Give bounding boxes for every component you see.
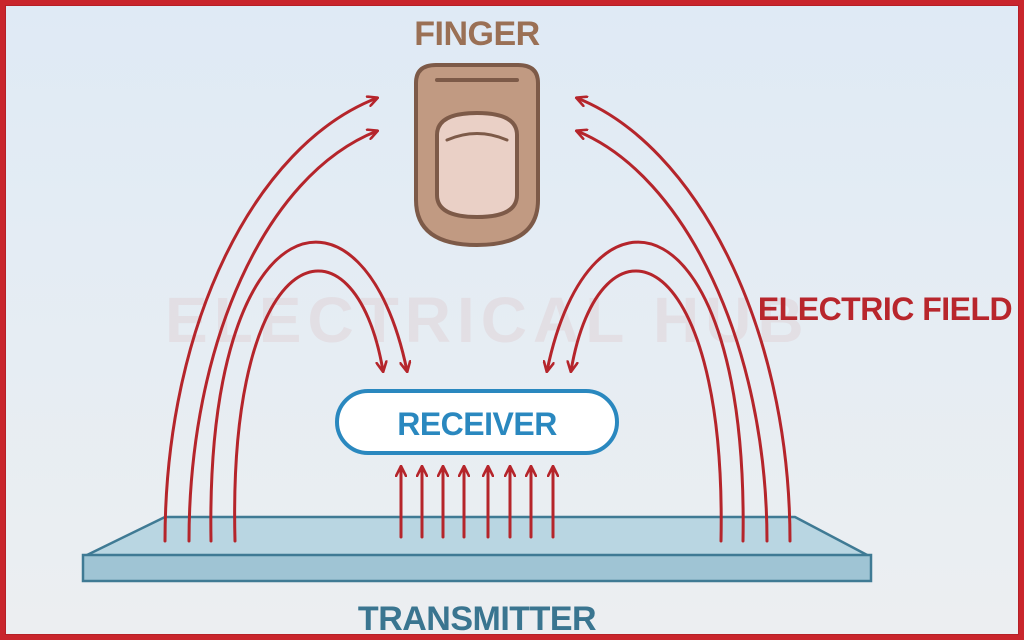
finger-illustration <box>414 63 540 247</box>
capacitive-touch-diagram: FINGER ELECTRIC FIELD RECEIVER TRANSMITT… <box>81 15 1013 638</box>
receiver-shape <box>335 389 619 455</box>
field-arc-right-third <box>547 240 745 543</box>
field-arc-left-third <box>209 240 407 543</box>
field-arc-right-inner <box>571 269 723 543</box>
transmitter-plate <box>81 515 873 583</box>
field-arc-left-second <box>187 131 377 543</box>
field-arc-right-second <box>577 131 769 543</box>
receiver-label: RECEIVER <box>397 406 557 442</box>
electric-field-label: ELECTRIC FIELD <box>758 291 1012 327</box>
finger-label: FINGER <box>414 15 539 53</box>
field-arc-left-outer <box>163 98 377 543</box>
field-arc-right-outer <box>577 98 792 543</box>
transmitter-label: TRANSMITTER <box>358 600 596 638</box>
field-arc-left-inner <box>233 269 383 543</box>
